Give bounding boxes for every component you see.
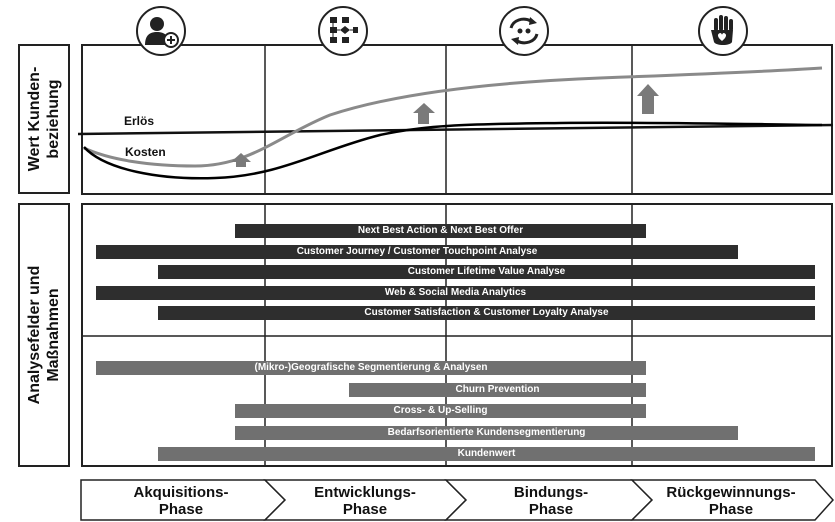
up-arrow-icon	[637, 84, 659, 114]
phase-akquisition: Akquisitions- Phase	[133, 484, 229, 518]
bar-churn-prevention: Churn Prevention	[349, 383, 646, 397]
cycle-arrows-icon	[499, 6, 549, 56]
bar-customer-satisfaction: Customer Satisfaction & Customer Loyalty…	[158, 306, 815, 320]
analysis-section-label-box: Analysefelder und Maßnahmen	[18, 203, 70, 467]
bar-cross-up-selling: Cross- & Up-Selling	[235, 404, 646, 418]
up-arrow-icon	[231, 153, 251, 167]
bar-kundensegmentierung: Bedarfsorientierte Kundensegmentierung	[235, 426, 738, 440]
process-flow-icon	[318, 6, 368, 56]
bar-web-social-media: Web & Social Media Analytics	[96, 286, 815, 300]
revenue-curve	[83, 66, 823, 168]
bar-next-best-action: Next Best Action & Next Best Offer	[235, 224, 646, 238]
analysis-frame	[81, 203, 833, 467]
cost-curve	[83, 121, 823, 180]
bar-customer-journey: Customer Journey / Customer Touchpoint A…	[96, 245, 738, 259]
up-arrow-icon	[413, 103, 435, 124]
cost-label: Kosten	[125, 145, 166, 159]
bar-customer-lifetime-value: Customer Lifetime Value Analyse	[158, 265, 815, 279]
value-chart-frame	[81, 44, 833, 195]
phase-chevron	[630, 479, 835, 521]
phase-rueckgewinnung: Rückgewinnungs- Phase	[666, 484, 796, 518]
phase-entwicklung: Entwicklungs- Phase	[314, 484, 416, 518]
bar-geografische-segmentierung: (Mikro-)Geografische Segmentierung & Ana…	[96, 361, 646, 375]
baseline	[77, 123, 834, 136]
phase-bindung: Bindungs- Phase	[513, 484, 589, 518]
add-user-icon	[136, 6, 186, 56]
value-section-label-box: Wert Kunden- beziehung	[18, 44, 70, 194]
bar-kundenwert: Kundenwert	[158, 447, 815, 461]
heart-hand-icon	[698, 6, 748, 56]
revenue-label: Erlös	[124, 114, 155, 128]
